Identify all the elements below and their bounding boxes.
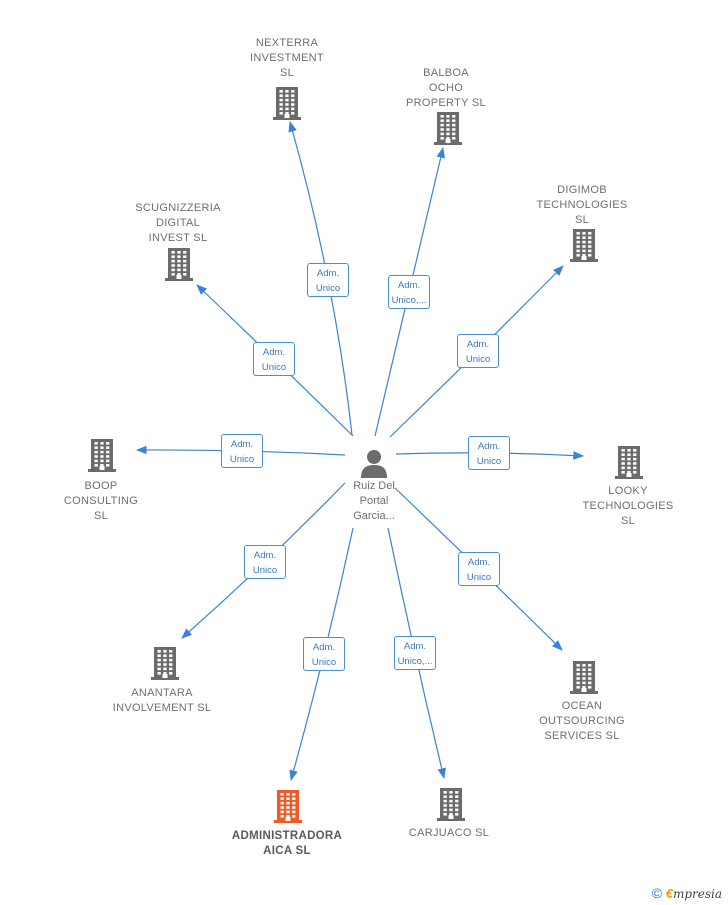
company-node-digimob[interactable]: DIGIMOB TECHNOLOGIES SL bbox=[502, 183, 662, 228]
person-node[interactable]: Ruiz Del Portal Garcia... bbox=[334, 447, 414, 524]
company-name: LOOKY TECHNOLOGIES SL bbox=[582, 485, 674, 527]
company-name: ADMINISTRADORA AICA SL bbox=[231, 830, 343, 857]
company-node-looky[interactable]: LOOKY TECHNOLOGIES SL bbox=[548, 484, 708, 529]
company-name: SCUGNIZZERIA DIGITAL INVEST SL bbox=[135, 202, 221, 244]
role-badge-balboa[interactable]: Adm. Unico,... bbox=[388, 275, 430, 309]
building-icon[interactable] bbox=[570, 228, 598, 262]
brand-name: mpresia bbox=[672, 887, 722, 901]
company-node-boop[interactable]: BOOP CONSULTING SL bbox=[21, 479, 181, 524]
role-badge-looky[interactable]: Adm. Unico bbox=[468, 436, 510, 470]
role-badge-digimob[interactable]: Adm. Unico bbox=[457, 334, 499, 368]
person-icon bbox=[361, 450, 387, 478]
building-icon[interactable] bbox=[273, 86, 301, 120]
building-icon[interactable] bbox=[434, 111, 462, 145]
company-name: CARJUACO SL bbox=[408, 827, 490, 839]
building-icon[interactable] bbox=[274, 789, 302, 823]
company-node-carjuaco[interactable]: CARJUACO SL bbox=[369, 826, 529, 841]
company-name: BOOP CONSULTING SL bbox=[63, 480, 139, 522]
company-node-nexterra[interactable]: NEXTERRA INVESTMENT SL bbox=[207, 36, 367, 81]
person-name: Ruiz Del Portal Garcia... bbox=[353, 480, 395, 522]
company-node-balboa[interactable]: BALBOA OCHO PROPERTY SL bbox=[366, 66, 526, 111]
role-badge-nexterra[interactable]: Adm. Unico bbox=[307, 263, 349, 297]
role-badge-boop[interactable]: Adm. Unico bbox=[221, 434, 263, 468]
brand-initial: € bbox=[665, 886, 673, 901]
copyright-symbol: © bbox=[651, 885, 663, 901]
company-name: ANANTARA INVOLVEMENT SL bbox=[112, 687, 212, 714]
building-icon[interactable] bbox=[570, 660, 598, 694]
company-name: BALBOA OCHO PROPERTY SL bbox=[406, 67, 486, 109]
brand-footer: © €mpresia bbox=[652, 885, 722, 901]
building-icon[interactable] bbox=[151, 646, 179, 680]
building-icon[interactable] bbox=[88, 438, 116, 472]
role-badge-administradora[interactable]: Adm. Unico bbox=[303, 637, 345, 671]
company-node-administradora[interactable]: ADMINISTRADORA AICA SL bbox=[207, 829, 367, 859]
role-badge-carjuaco[interactable]: Adm. Unico,... bbox=[394, 636, 436, 670]
company-name: NEXTERRA INVESTMENT SL bbox=[250, 37, 324, 79]
company-node-anantara[interactable]: ANANTARA INVOLVEMENT SL bbox=[82, 686, 242, 716]
role-badge-ocean[interactable]: Adm. Unico bbox=[458, 552, 500, 586]
role-badge-anantara[interactable]: Adm. Unico bbox=[244, 545, 286, 579]
company-node-scugnizzeria[interactable]: SCUGNIZZERIA DIGITAL INVEST SL bbox=[98, 201, 258, 246]
building-icon[interactable] bbox=[165, 247, 193, 281]
company-node-ocean[interactable]: OCEAN OUTSOURCING SERVICES SL bbox=[502, 699, 662, 744]
building-icon[interactable] bbox=[437, 787, 465, 821]
company-name: DIGIMOB TECHNOLOGIES SL bbox=[536, 184, 628, 226]
building-icon[interactable] bbox=[615, 445, 643, 479]
role-badge-scugnizzeria[interactable]: Adm. Unico bbox=[253, 342, 295, 376]
company-name: OCEAN OUTSOURCING SERVICES SL bbox=[539, 700, 625, 742]
